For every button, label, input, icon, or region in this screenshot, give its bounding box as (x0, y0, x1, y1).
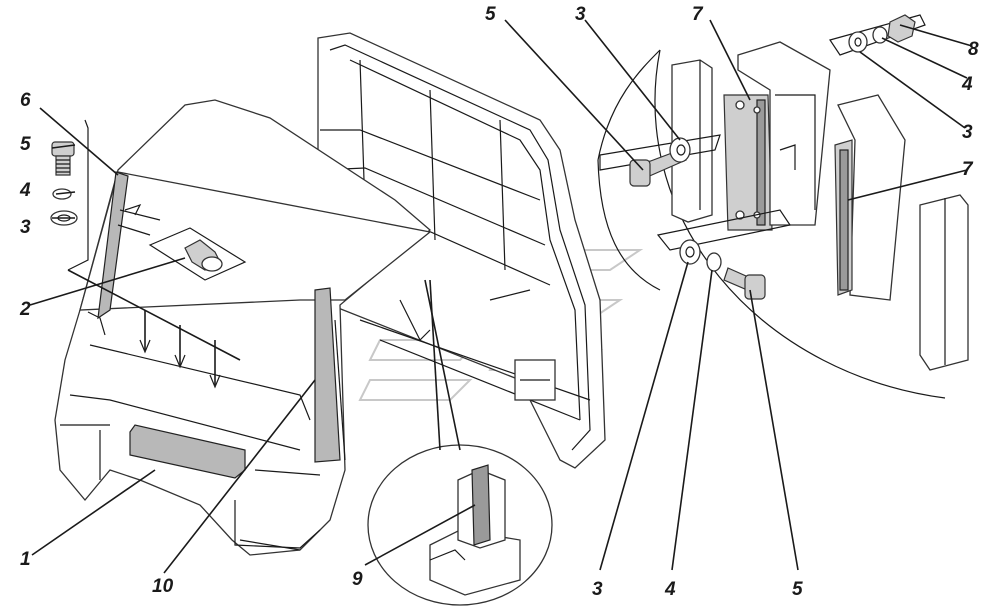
top-right-washers-and-nut (829, 14, 926, 56)
callout-2: 2 (19, 299, 31, 320)
leader-lines (29, 19, 973, 574)
callout-5-top: 5 (485, 4, 496, 25)
callout-4-bottom: 4 (664, 579, 676, 600)
cab-front-body (54, 99, 432, 556)
top-bolt-and-washer (599, 134, 721, 187)
callout-9: 9 (352, 569, 363, 590)
callout-7-right: 7 (962, 159, 974, 180)
callout-5-bottom: 5 (792, 579, 803, 600)
callout-4-right: 4 (961, 74, 973, 95)
callout-8: 8 (968, 39, 979, 60)
cab-frame (317, 32, 606, 469)
callout-4-left: 4 (19, 180, 31, 201)
callout-5-left: 5 (20, 134, 31, 155)
callout-3-right: 3 (962, 122, 973, 143)
left-fastener-stack (50, 119, 89, 271)
plug-part (148, 227, 247, 281)
callout-7-top: 7 (692, 4, 704, 25)
bottom-washers-and-bolt (656, 209, 791, 300)
callout-3-bottom: 3 (592, 579, 603, 600)
callout-10: 10 (152, 576, 174, 597)
detail-circle-9 (367, 279, 553, 606)
callout-labels: 1 2 3 4 5 6 9 10 5 3 7 8 4 3 7 3 4 5 (19, 4, 979, 600)
callout-1: 1 (20, 549, 31, 570)
detail-circle-7 (597, 41, 969, 399)
callout-6: 6 (20, 90, 31, 111)
callout-3-left: 3 (20, 217, 31, 238)
callout-3-top: 3 (575, 4, 586, 25)
